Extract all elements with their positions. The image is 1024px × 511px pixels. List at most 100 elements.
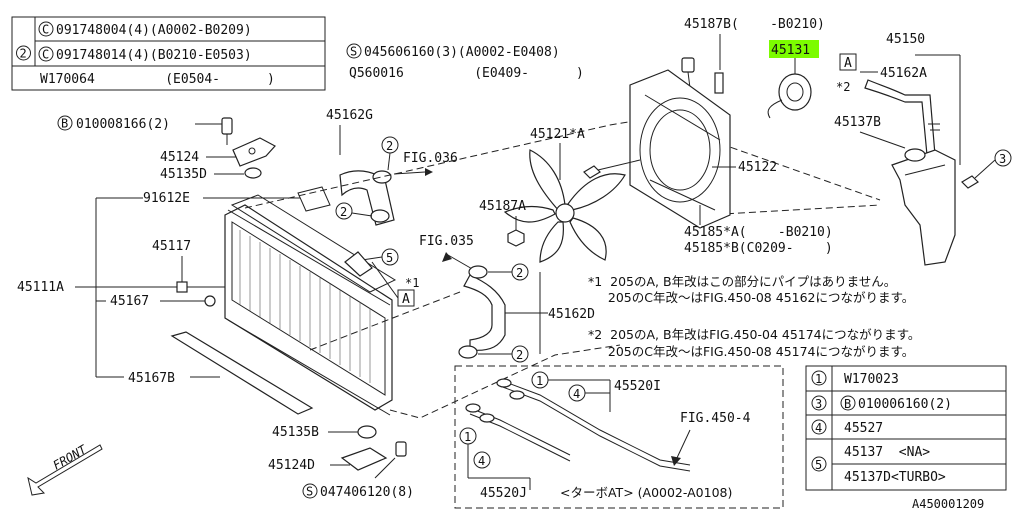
part-45137b: 45137B: [834, 115, 881, 130]
top-center-parts: S 045606160(3)(A0002-E0408) Q560016 (E04…: [346, 43, 584, 81]
part-q560016: Q560016 (E0409- ): [349, 66, 584, 81]
part-45187a: 45187A: [479, 199, 526, 214]
table-row1-prefix: C: [42, 23, 49, 37]
note-1-line1: *1 205のA, B年改はこの部分にパイプはありません。: [588, 274, 896, 289]
part-45520j: 45520J: [480, 486, 527, 501]
front-arrow: FRONT: [27, 442, 103, 496]
legend-value-5a: 45137 <NA>: [844, 445, 930, 460]
part-45162g: 45162G: [326, 108, 373, 123]
part-45135d: 45135D: [160, 167, 207, 182]
clamp-lower-2: [458, 345, 478, 359]
legend-key-3: 3: [815, 397, 822, 411]
clamp-lower-1: [468, 265, 488, 279]
radiator-45111a: [224, 186, 397, 416]
part-45122: 45122: [738, 160, 777, 175]
part-45135b: 45135B: [272, 425, 319, 440]
callout-2-c: 2: [516, 266, 523, 280]
fig036-label: FIG.036: [403, 151, 458, 166]
callout-1-b: 1: [464, 430, 471, 444]
notes-block: *1 205のA, B年改はこの部分にパイプはありません。 205のC年改〜はF…: [588, 274, 920, 359]
cushion-45135d: [244, 167, 262, 179]
table-row1-text: 091748004(4)(A0002-B0209): [56, 23, 252, 38]
legend-key-4: 4: [815, 421, 822, 435]
callout-3: 3: [999, 152, 1006, 166]
part-45117: 45117: [152, 239, 191, 254]
part-45162d: 45162D: [548, 307, 595, 322]
mark-a-reservoir-label: A: [844, 56, 852, 71]
part-91612e: 91612E: [143, 191, 190, 206]
turbo-at-pipes: [454, 365, 784, 509]
callout-2-b: 2: [340, 205, 347, 219]
table-row3-text: W170064 (E0504- ): [40, 72, 275, 87]
nut-45187a: [507, 229, 525, 247]
legend-value-3-prefix: B: [844, 397, 851, 411]
turbo-at-label: <ターボAT> (A0002-A0108): [560, 485, 732, 500]
callout-1-a: 1: [536, 374, 543, 388]
legend-value-4: 45527: [844, 421, 883, 436]
callout-2-d: 2: [516, 348, 523, 362]
part-45121a: 45121*A: [530, 127, 585, 142]
legend-table: 1 W170023 3 B 010006160(2) 4 45527 5 451…: [805, 365, 1007, 491]
part-45124d: 45124D: [268, 458, 315, 473]
legend-value-1: W170023: [844, 372, 899, 387]
bolt-45185-left: [583, 159, 641, 179]
motor-45131: [767, 73, 812, 119]
plug-45167: [204, 295, 216, 307]
note-2-line1: *2 205のA, B年改はFIG.450-04 45174につながります。: [588, 327, 920, 342]
fig450-4-label: FIG.450-4: [680, 411, 751, 426]
note-x1-marker: *1: [405, 276, 419, 290]
bolt-45187b-top: [681, 57, 695, 89]
clamp-upper-2: [370, 209, 390, 223]
table-circle-num: 2: [20, 47, 27, 61]
bolt-010008166: [221, 117, 233, 145]
mark-a-radiator: A *1: [397, 276, 419, 307]
reservoir-45150: [891, 148, 956, 266]
note-2-line2: 205のC年改〜はFIG.450-08 45174につながります。: [588, 344, 914, 359]
part-047406120: 047406120(8): [320, 485, 414, 500]
bracket-45124d: [340, 447, 388, 471]
hose-45162d: [463, 274, 506, 351]
legend-value-5b: 45137D<TURBO>: [844, 470, 946, 485]
seal-45167b: [170, 331, 314, 415]
s-prefix-1: S: [350, 45, 357, 59]
s-prefix-047406120: S: [306, 485, 313, 499]
part-45131: 45131: [771, 43, 810, 58]
note-x2-marker: *2: [836, 80, 850, 94]
plug-45117: [176, 281, 188, 293]
callout-5: 5: [386, 251, 393, 265]
shroud-45122: [629, 69, 731, 229]
mark-a-reservoir: A *2: [836, 53, 857, 94]
part-45520i: 45520I: [614, 379, 661, 394]
highlight-45131: [769, 40, 819, 58]
part-45167b: 45167B: [128, 371, 175, 386]
callout-4-b: 4: [478, 454, 485, 468]
fig035-label: FIG.035: [419, 234, 474, 249]
callout-4-a: 4: [573, 387, 580, 401]
callout-2-a: 2: [386, 139, 393, 153]
bolt-047406120: [395, 441, 407, 457]
legend-value-3: 010006160(2): [858, 397, 952, 412]
mark-a-label: A: [402, 292, 410, 307]
part-45150: 45150: [886, 32, 925, 47]
bracket-45124: [232, 137, 276, 167]
top-left-table: 2 C 091748004(4)(A0002-B0209) C 09174801…: [11, 16, 326, 91]
table-row2-prefix: C: [42, 48, 49, 62]
bolt-reservoir: [961, 175, 979, 189]
diagram-id: A450001209: [912, 497, 984, 511]
part-45162a: 45162A: [880, 66, 927, 81]
part-45124: 45124: [160, 150, 199, 165]
cushion-45135b: [357, 425, 377, 439]
part-45185b: 45185*B(C0209- ): [684, 241, 833, 256]
note-1-line2: 205のC年改〜はFIG.450-08 45162につながります。: [588, 290, 914, 305]
part-45185a: 45185*A( -B0210): [684, 225, 833, 240]
b-prefix-010008166: B: [61, 117, 68, 131]
clip-45187b: [714, 72, 724, 94]
part-45167: 45167: [110, 294, 149, 309]
part-010008166: 010008166(2): [76, 117, 170, 132]
fan-45121a: [503, 149, 626, 263]
table-row2-text: 091748014(4)(B0210-E0503): [56, 48, 252, 63]
legend-key-5: 5: [815, 458, 822, 472]
part-045606160: 045606160(3)(A0002-E0408): [364, 45, 560, 60]
part-45111a: 45111A: [17, 280, 64, 295]
